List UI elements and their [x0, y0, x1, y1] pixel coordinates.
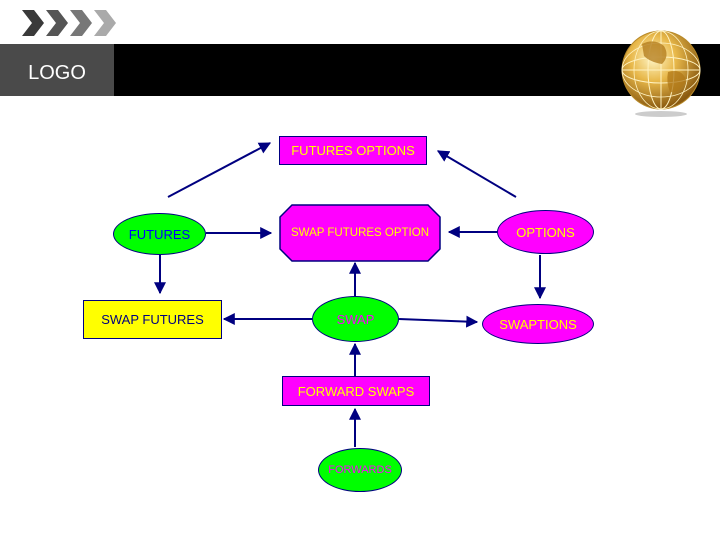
node-forwards: FORWARDS	[318, 448, 402, 492]
node-futures: FUTURES	[113, 213, 206, 255]
chevron-right-icon	[22, 10, 116, 36]
logo-box	[0, 44, 114, 96]
gold-globe-icon	[621, 30, 701, 117]
node-swap-futures: SWAP FUTURES	[83, 300, 222, 339]
edge-options-to-futures-options	[436, 150, 517, 198]
header-bar	[0, 44, 720, 96]
node-forward-swaps: FORWARD SWAPS	[282, 376, 430, 406]
logo: LOGO	[28, 62, 86, 84]
node-options: OPTIONS	[497, 210, 594, 254]
swap-futures-option-octagon	[279, 204, 441, 262]
node-futures-options: FUTURES OPTIONS	[279, 136, 427, 165]
node-swap: SWAP	[312, 296, 399, 342]
node-swaptions: SWAPTIONS	[482, 304, 594, 344]
edge-futures-to-futures-options	[167, 142, 272, 198]
node-swap-futures-option: SWAP FUTURES OPTION	[290, 227, 429, 239]
edge-swap-to-swaptions	[398, 315, 479, 328]
